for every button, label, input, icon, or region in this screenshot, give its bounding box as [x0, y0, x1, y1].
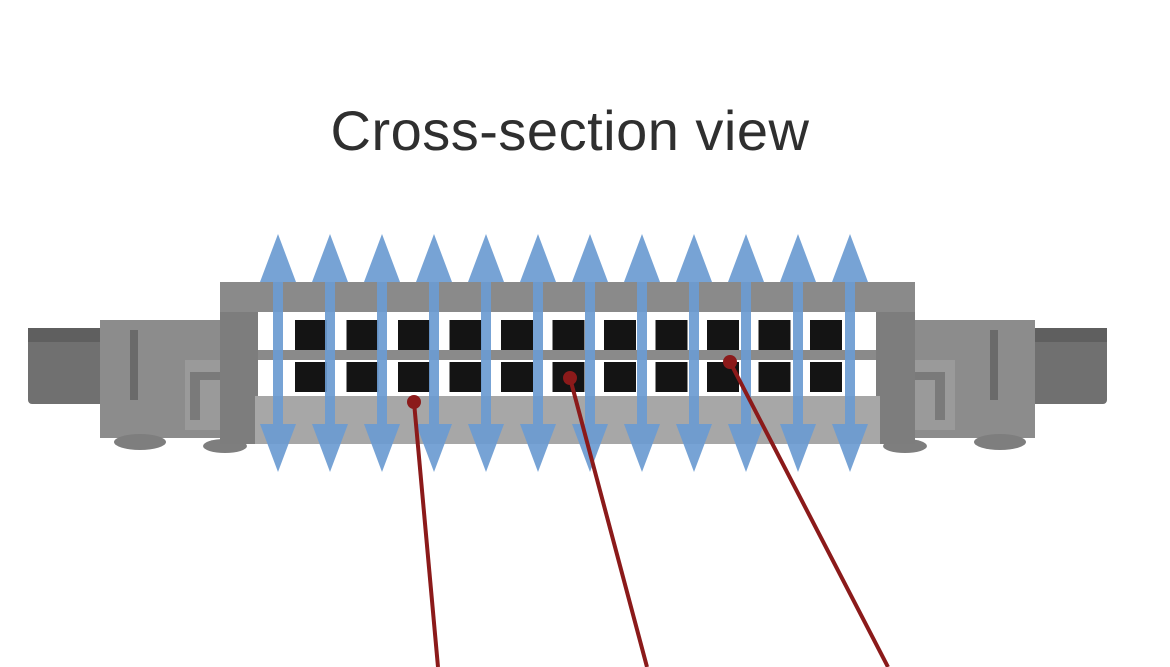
airflow-arrow — [364, 234, 400, 472]
contact — [346, 320, 379, 350]
leader-dot-2 — [563, 371, 577, 385]
contact-array — [295, 320, 842, 392]
contact — [758, 320, 791, 350]
contact — [295, 362, 327, 392]
leader-line-2 — [568, 377, 649, 667]
contact — [552, 320, 585, 350]
contact — [449, 362, 482, 392]
contact — [604, 320, 636, 350]
contact — [655, 362, 688, 392]
leader-dot-3 — [723, 355, 737, 369]
diagram-title: Cross-section view — [330, 99, 810, 162]
contact — [810, 362, 842, 392]
right-flange — [883, 320, 1107, 453]
airflow-arrows — [260, 234, 868, 472]
airflow-arrow — [780, 234, 816, 472]
airflow-arrow — [520, 234, 556, 472]
contact — [449, 320, 482, 350]
airflow-arrow — [832, 234, 868, 472]
airflow-arrow — [624, 234, 660, 472]
contact — [346, 362, 379, 392]
contact — [501, 320, 533, 350]
contact — [398, 362, 430, 392]
airflow-arrow — [728, 234, 764, 472]
contact — [758, 362, 791, 392]
airflow-arrow — [260, 234, 296, 472]
contact — [501, 362, 533, 392]
leader-line-3 — [728, 361, 890, 667]
contact — [810, 320, 842, 350]
leader-lines — [407, 355, 890, 667]
airflow-arrow — [416, 234, 452, 472]
airflow-arrow — [468, 234, 504, 472]
contact — [707, 320, 739, 350]
airflow-arrow — [572, 234, 608, 472]
leader-dot-1 — [407, 395, 421, 409]
contact — [295, 320, 327, 350]
contact — [655, 320, 688, 350]
contact — [398, 320, 430, 350]
airflow-arrow — [676, 234, 712, 472]
leader-line-1 — [412, 401, 440, 667]
contact — [604, 362, 636, 392]
airflow-arrow — [312, 234, 348, 472]
